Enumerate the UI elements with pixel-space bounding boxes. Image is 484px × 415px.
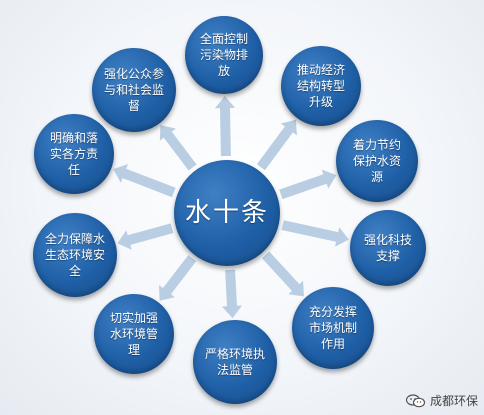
node-label: 着力节约 保护水资 源 (352, 138, 401, 184)
arrow-supervision (222, 269, 242, 319)
node-label: 全面控制 污染物排 放 (199, 32, 248, 78)
arrow-economy (256, 119, 297, 171)
node-water-saving: 着力节约 保护水资 源 (336, 120, 418, 202)
arrow-tech (281, 220, 349, 247)
node-label: 充分发挥 市场机制 作用 (308, 305, 357, 351)
arrow-management (159, 255, 197, 301)
node-responsibility: 明确和落 实各方责 任 (34, 114, 114, 194)
arrow-responsibility (113, 164, 176, 198)
node-label: 全力保障水 生态环境安 全 (44, 232, 105, 278)
node-label: 强化科技 支撑 (363, 233, 412, 263)
watermark-text: 成都环保 (429, 394, 478, 408)
node-market: 充分发挥 市场机制 作用 (292, 287, 374, 369)
node-label: 严格环境执 法监管 (204, 347, 265, 377)
node-label: 强化公众参 与和社会监 督 (103, 67, 164, 113)
arrow-public (159, 125, 197, 171)
wechat-icon (405, 393, 426, 407)
node-label: 切实加强 水环境管 理 (109, 311, 158, 357)
center-label: 水十条 (184, 198, 269, 228)
node-supervision: 严格环境执 法监管 (193, 320, 277, 404)
node-pollution: 全面控制 污染物排 放 (185, 16, 263, 94)
node-management: 切实加强 水环境管 理 (94, 294, 174, 374)
node-tech: 强化科技 支撑 (350, 210, 426, 286)
node-public: 强化公众参 与和社会监 督 (92, 48, 176, 132)
node-economy: 推动经济 结构转型 升级 (281, 46, 361, 126)
arrow-pollution (215, 96, 235, 157)
arrow-market (262, 251, 304, 297)
node-label: 推动经济 结构转型 升级 (296, 63, 345, 109)
node-ecology: 全力保障水 生态环境安 全 (33, 213, 117, 297)
arrow-ecology (117, 223, 174, 250)
node-label: 明确和落 实各方责 任 (49, 131, 98, 177)
center-node: 水十条 (174, 160, 280, 266)
arrow-water-saving (279, 169, 337, 200)
watermark: 成都环保 (405, 392, 478, 409)
